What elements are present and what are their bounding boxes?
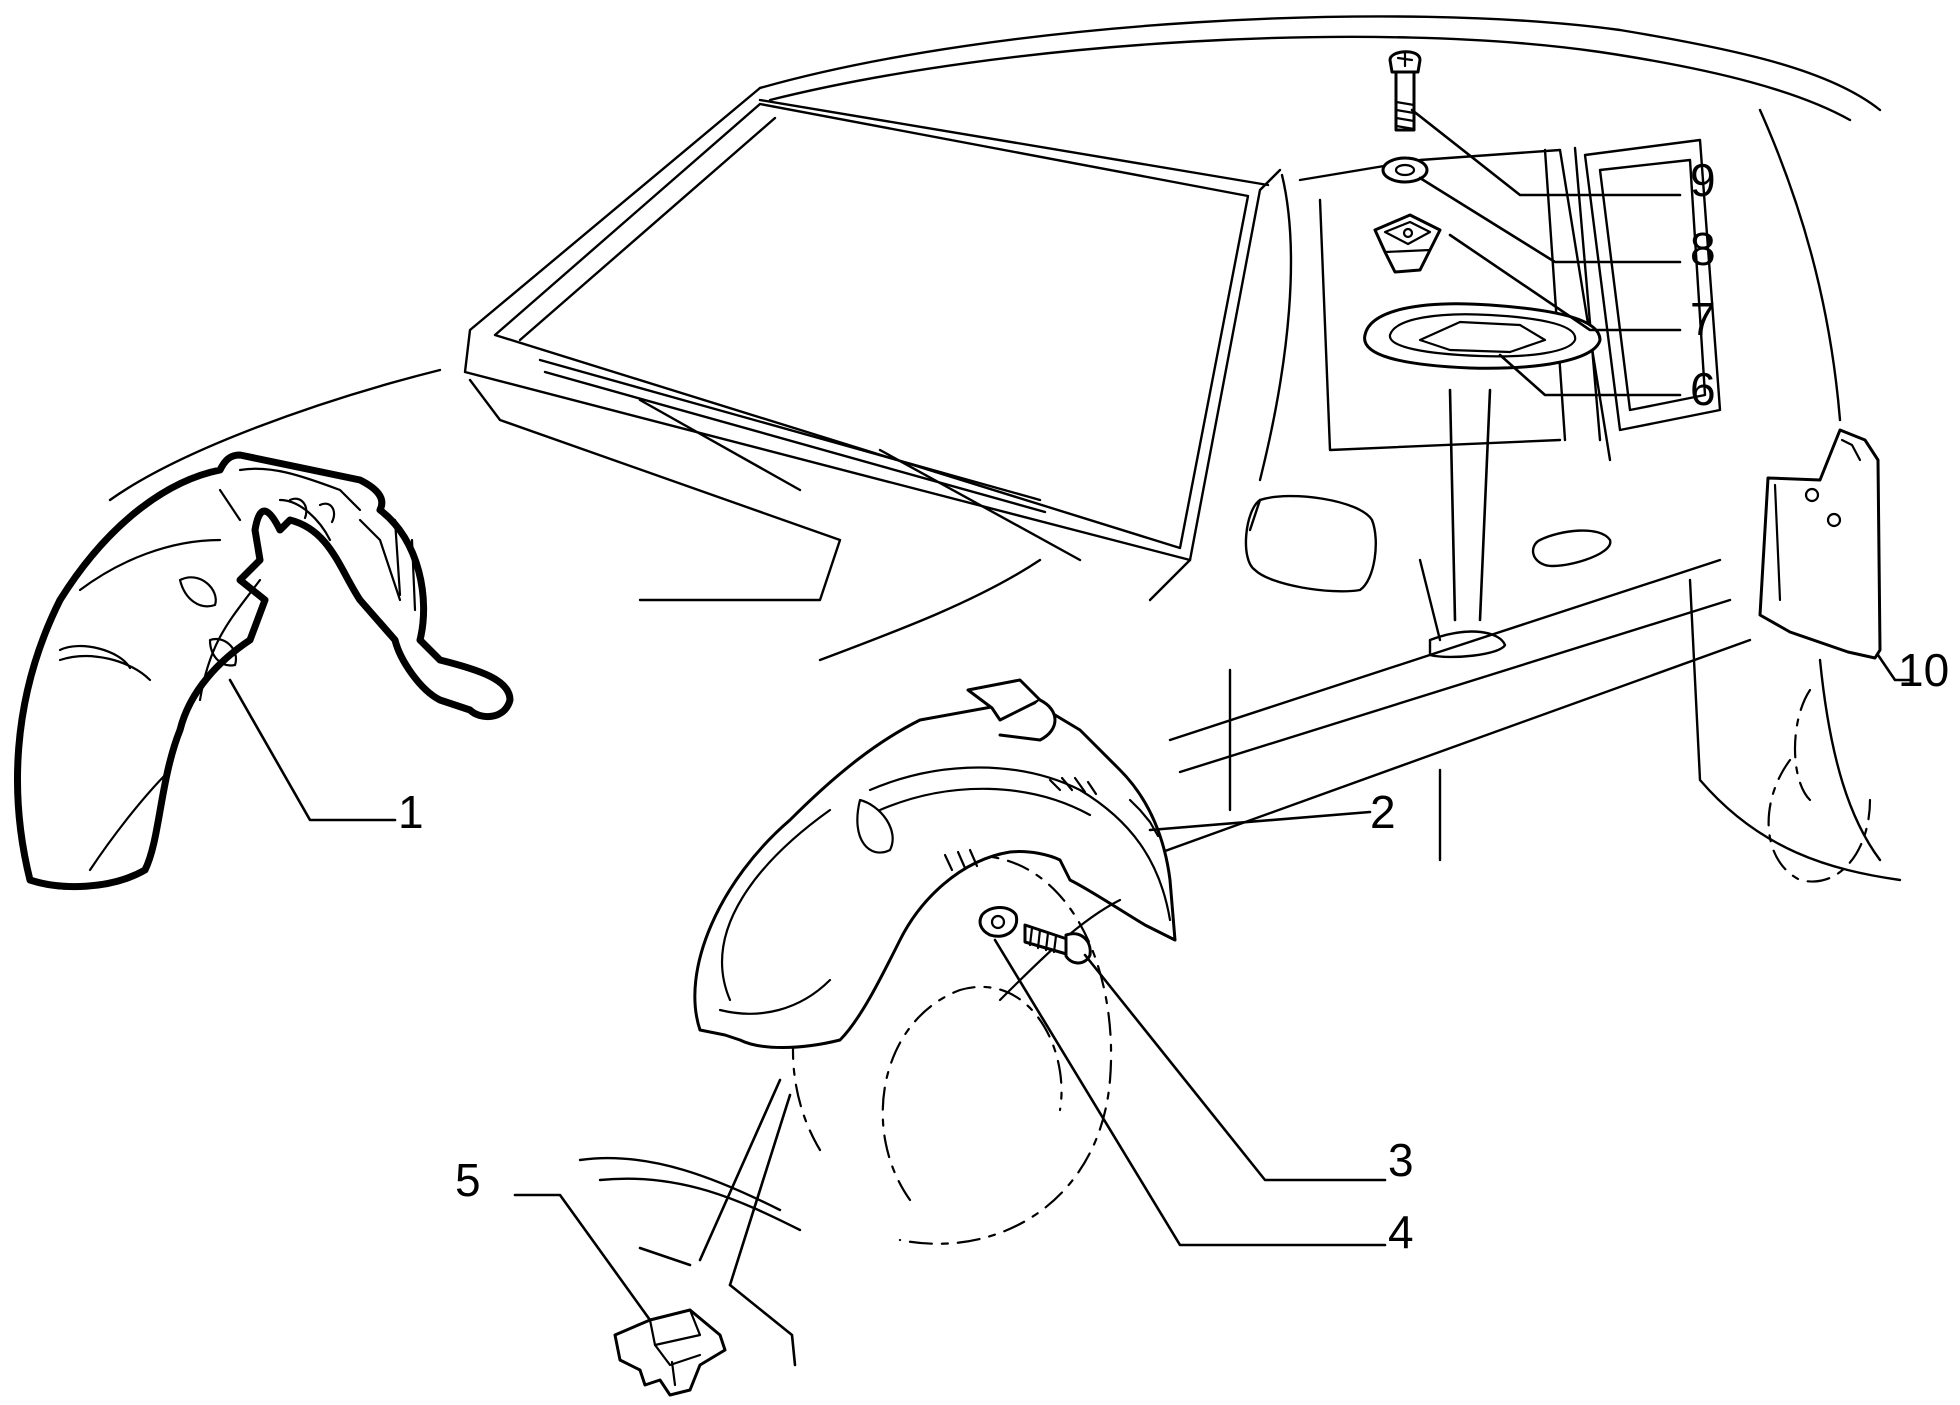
- callout-2: 2: [1370, 786, 1396, 838]
- callout-6: 6: [1690, 363, 1716, 415]
- callout-labels: 1 2 3 4 5 6 7 8 9 10: [398, 154, 1949, 1258]
- callout-3: 3: [1388, 1134, 1414, 1186]
- vehicle-body-outline: [108, 15, 1902, 1245]
- leader-lines: [228, 108, 1914, 1367]
- grommet: [1363, 302, 1602, 370]
- clip: [613, 1308, 727, 1397]
- callout-9: 9: [1690, 154, 1716, 206]
- bolt: [1388, 50, 1422, 132]
- callout-1: 1: [398, 786, 424, 838]
- callout-10: 10: [1898, 644, 1949, 696]
- callout-8: 8: [1690, 223, 1716, 275]
- rear-wheel-arch-liner: [693, 678, 1177, 1049]
- callout-4: 4: [1388, 1206, 1414, 1258]
- nut: [978, 906, 1019, 938]
- callout-5: 5: [455, 1154, 481, 1206]
- front-wheel-arch-liner: [14, 451, 514, 891]
- washer: [1381, 156, 1429, 184]
- callout-7: 7: [1690, 293, 1716, 345]
- mud-flap: [1758, 428, 1882, 660]
- screw: [1023, 923, 1092, 965]
- square-nut: [1373, 213, 1442, 274]
